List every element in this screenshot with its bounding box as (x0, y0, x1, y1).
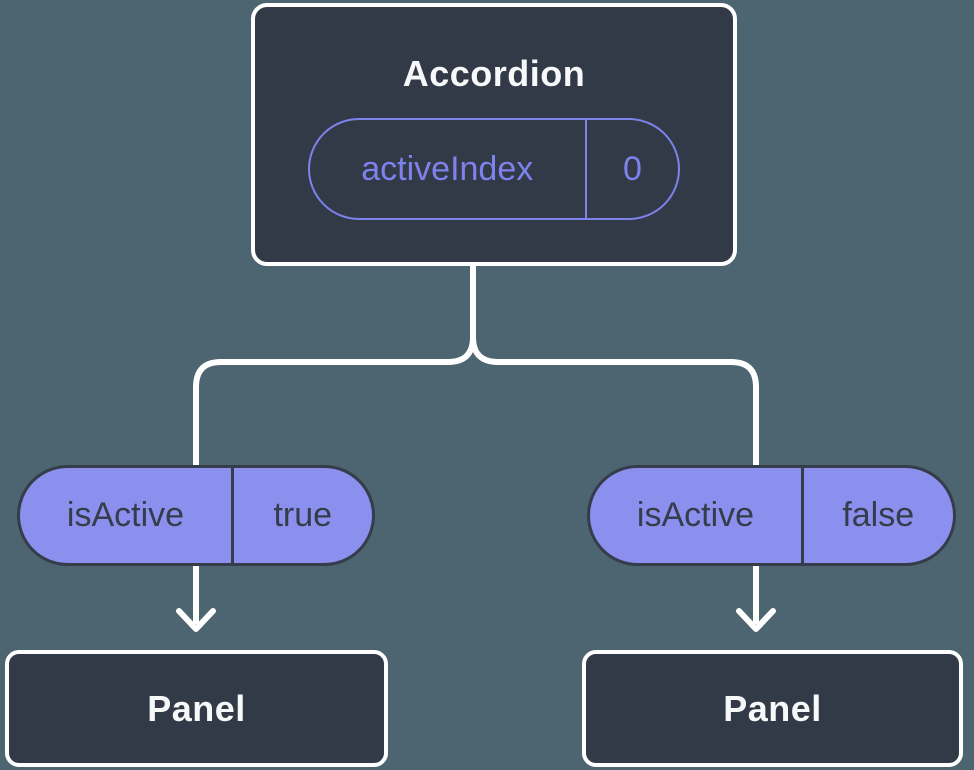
pill-divider-left (231, 468, 234, 563)
prop-value-active-index: 0 (623, 149, 642, 188)
is-active-pill-true: isActive true (17, 465, 375, 566)
panel-node-right: Panel (582, 650, 963, 767)
connector-left-branch (193, 264, 476, 624)
prop-value-is-active-right: false (842, 496, 915, 534)
active-index-prop-badge: activeIndex 0 (308, 118, 680, 220)
arrowhead-left-icon (176, 608, 216, 632)
arrowhead-right-icon (736, 608, 776, 632)
prop-name-active-index: activeIndex (361, 149, 534, 188)
pill-divider-right (801, 468, 804, 563)
connector-right-branch (470, 264, 759, 624)
prop-name-is-active-left: isActive (66, 496, 185, 534)
accordion-node: Accordion activeIndex 0 (251, 3, 737, 266)
accordion-node-title: Accordion (402, 53, 586, 94)
prop-name-is-active-right: isActive (636, 496, 755, 534)
panel-node-left: Panel (5, 650, 388, 767)
is-active-pill-false: isActive false (587, 465, 956, 566)
prop-value-is-active-left: true (273, 496, 333, 534)
panel-node-left-title: Panel (147, 687, 246, 729)
panel-node-right-title: Panel (723, 687, 822, 729)
badge-divider (584, 120, 587, 218)
